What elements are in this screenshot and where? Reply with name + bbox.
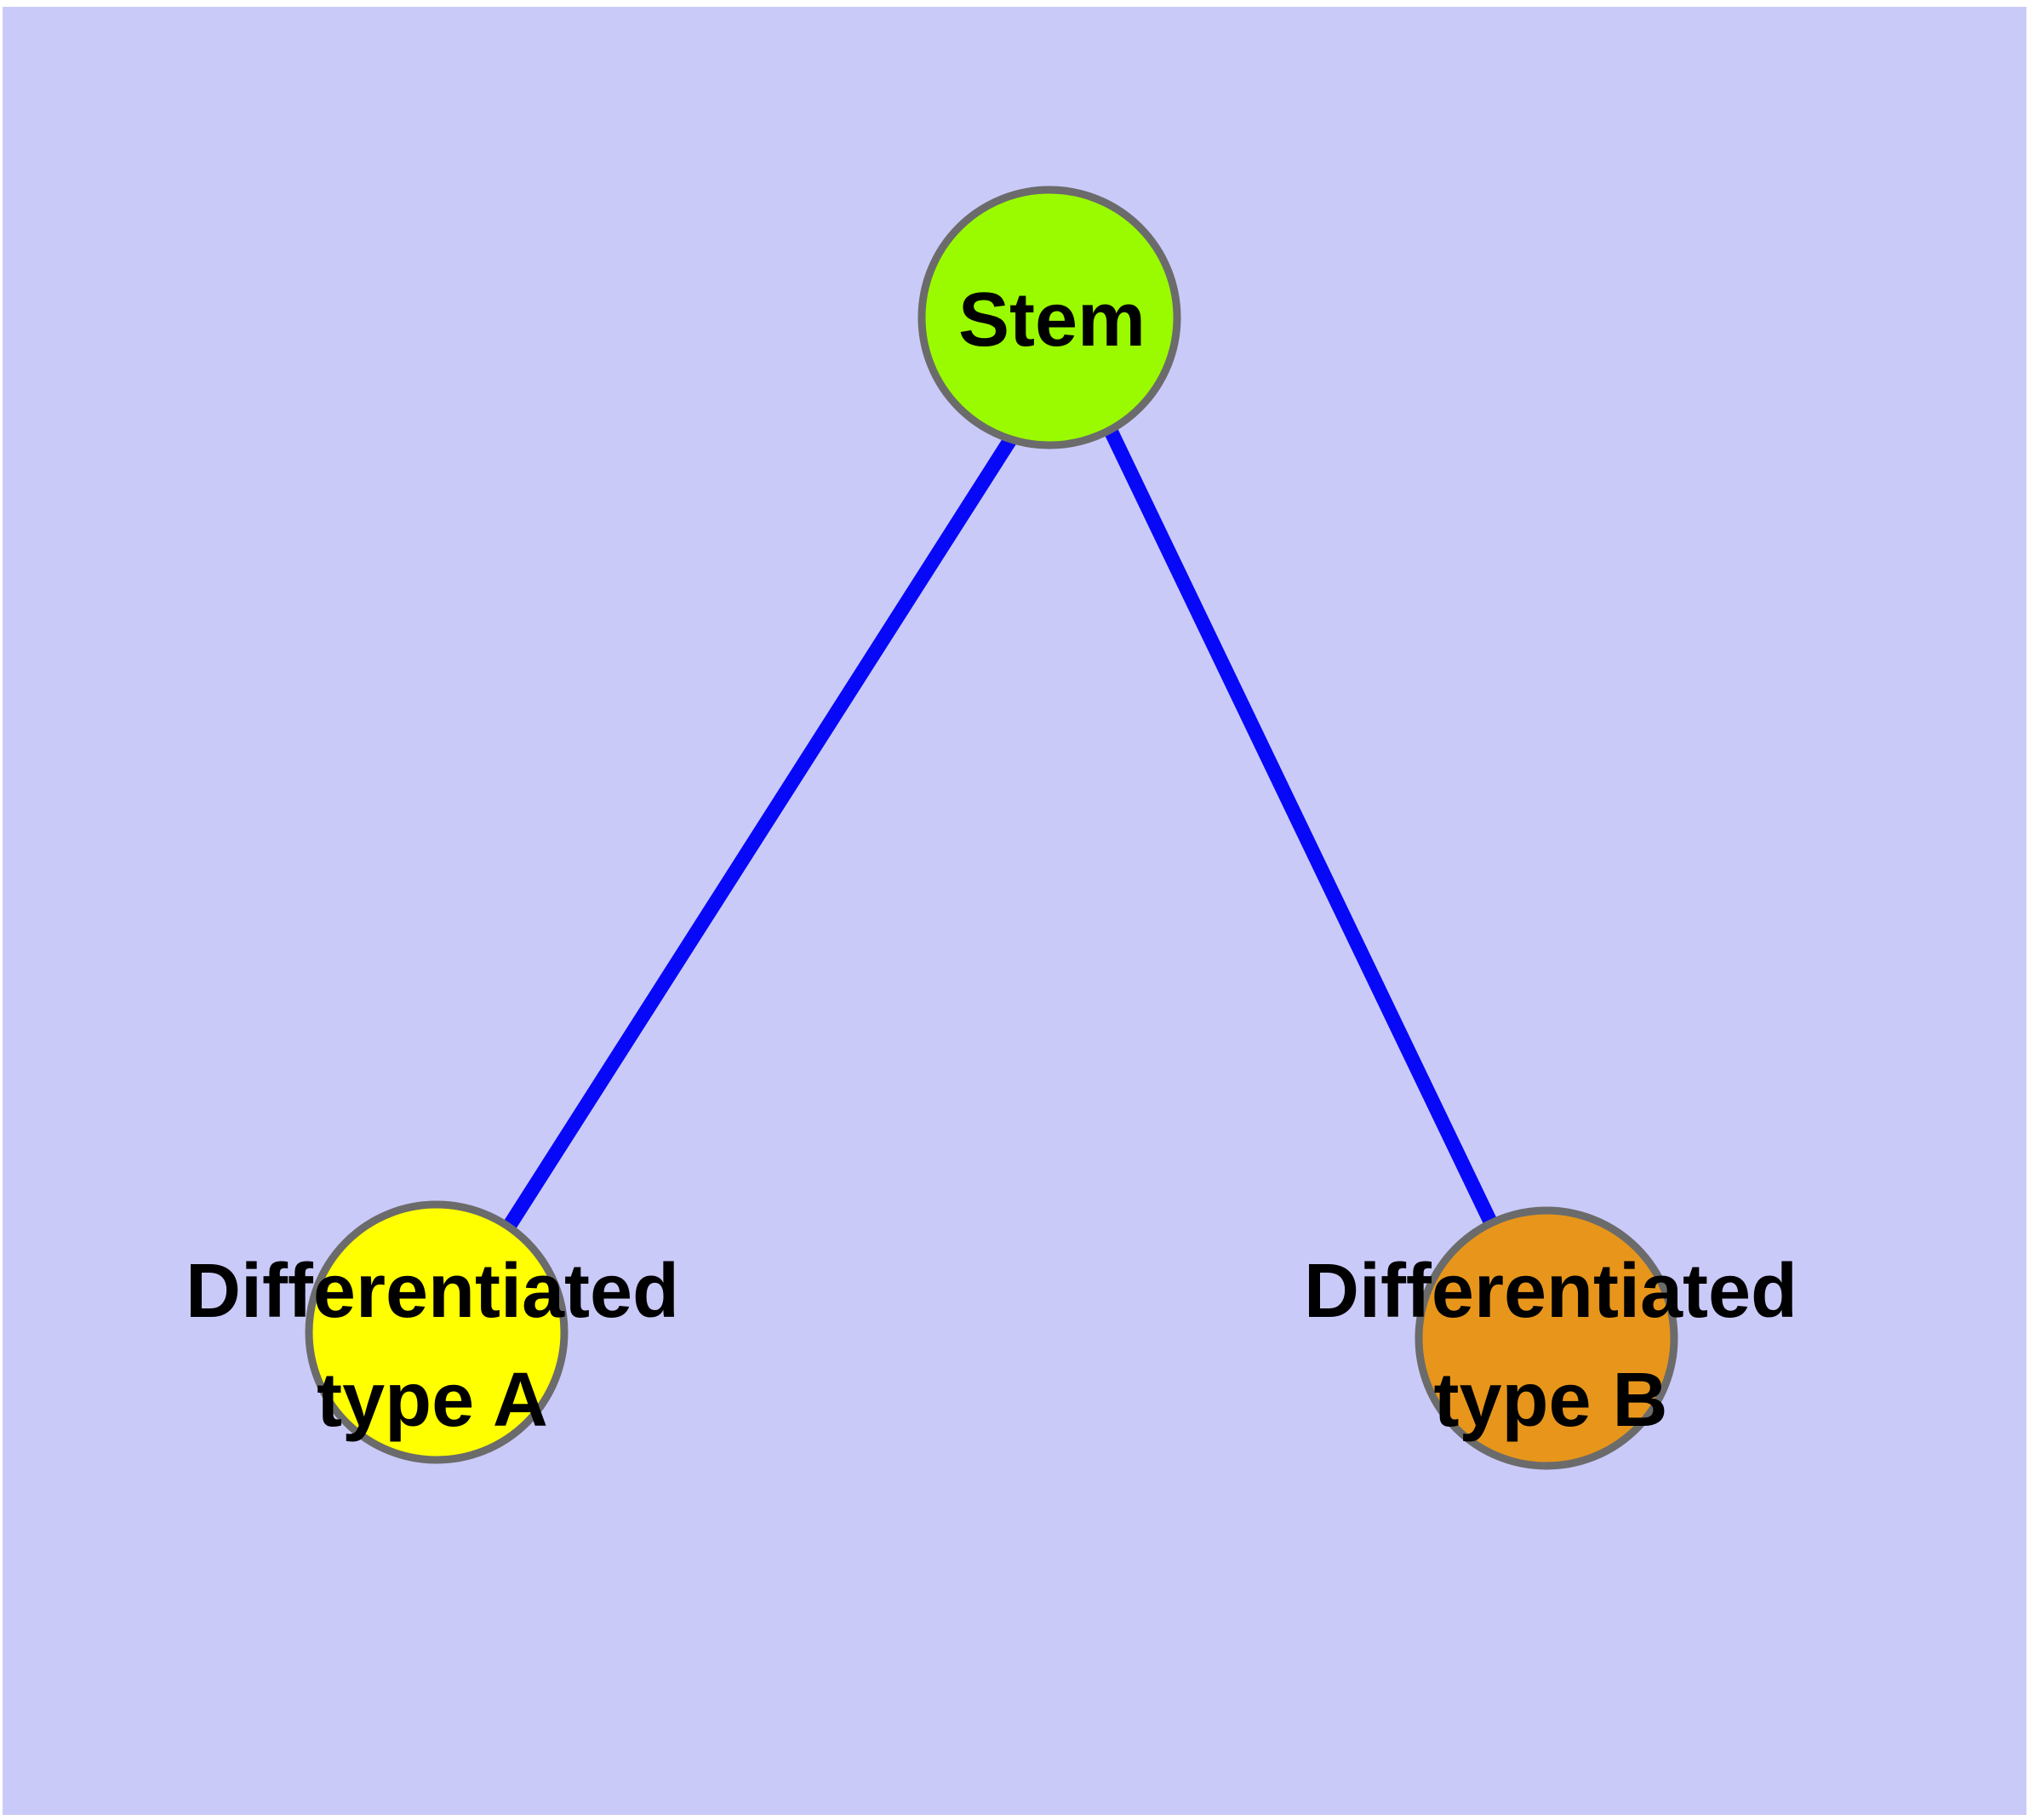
edge-stem-to-type-a (479, 382, 1051, 1267)
node-label-stem: Stem (958, 278, 1146, 363)
node-type-b (1415, 1206, 1678, 1470)
node-label-type-b-line2: type B (1433, 1358, 1667, 1443)
node-stem (917, 186, 1181, 449)
node-label-type-a-line2: type A (317, 1358, 548, 1443)
node-type-a (305, 1200, 569, 1464)
node-label-type-a-line1: Differentiated (186, 1249, 679, 1334)
edge-stem-to-type-b (1083, 385, 1518, 1269)
node-label-type-b-line1: Differentiated (1304, 1249, 1798, 1334)
